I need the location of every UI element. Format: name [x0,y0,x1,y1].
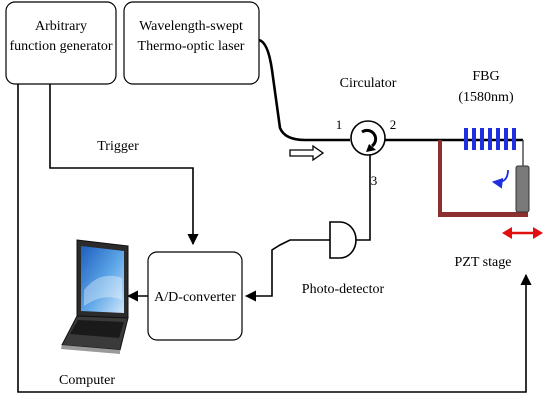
grating-line [496,128,500,150]
afg-to-pzt-line [17,84,532,393]
afg-label-line1: Arbitrary [35,19,87,34]
light-direction-arrow [289,144,325,162]
laser-to-circulator-fiber [258,38,350,142]
photodetector-to-adc-line [244,239,330,302]
afg-label-line2: function generator [9,39,112,54]
wavelength-swept-laser-box: Wavelength-swept Thermo-optic laser [123,1,260,85]
pzt-displacement-arrow [502,227,543,239]
circulator-port-3-label: 3 [371,173,378,188]
computer-label: Computer [59,373,115,388]
trigger-label: Trigger [97,139,139,154]
circulator-icon [350,120,386,156]
grating-line [488,128,492,150]
fbg-mount-stage [438,140,528,217]
grating-line [480,128,484,150]
arbitrary-function-generator-box: Arbitrary function generator [5,1,117,85]
laser-label-line2: Thermo-optic laser [138,39,245,54]
adc-label: A/D-converter [154,290,236,305]
pzt-stage-label: PZT stage [455,255,512,270]
grating-line [464,128,468,150]
grating-line [472,128,476,150]
fbg-label: FBG [472,69,499,84]
ad-converter-box: A/D-converter [147,251,243,341]
circulator-label: Circulator [340,76,397,91]
photodetector-label: Photo-detector [302,282,385,297]
grating-line [504,128,508,150]
photodetector-icon [329,221,357,259]
laser-label-line1: Wavelength-swept [139,19,243,34]
fbg-grating [464,128,516,150]
fbg-wavelength-label: (1580nm) [458,90,514,105]
circulator-port-1-label: 1 [336,117,343,132]
circulator-port-2-label: 2 [390,117,397,132]
laptop-icon [61,239,129,354]
pzt-post [515,140,530,213]
rotation-arrow-icon [491,169,509,189]
grating-line [512,128,516,150]
trigger-line [49,84,199,246]
